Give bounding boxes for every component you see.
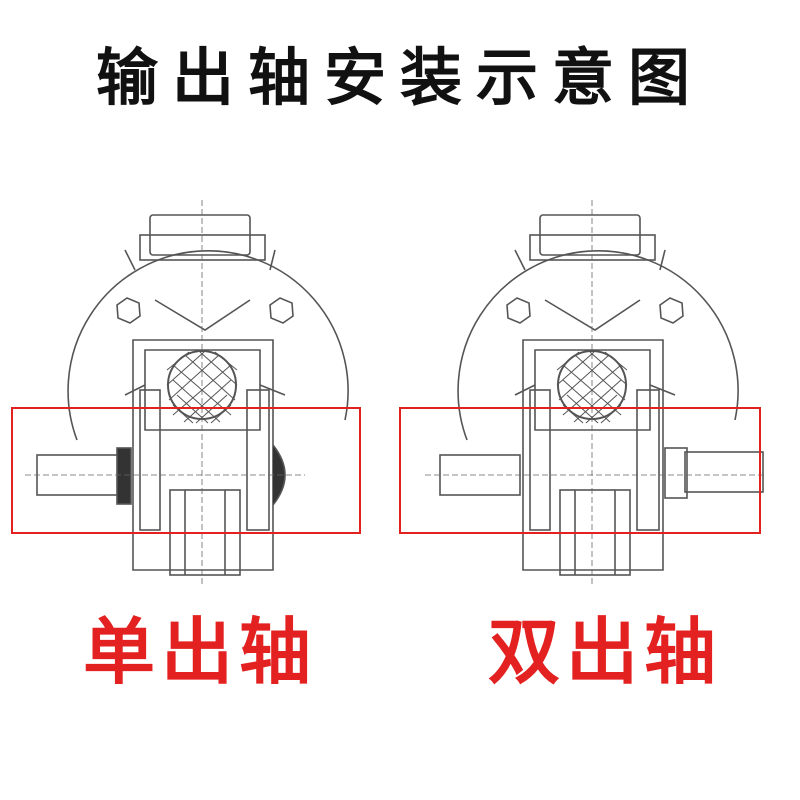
double-shaft-diagram [395,190,765,590]
hex-bolt-left [116,297,141,324]
page-title: 输出轴安装示意图 [95,41,704,114]
highlight-box [11,407,361,534]
hex-bolt-right [269,297,294,324]
right-output-shaft [684,451,764,493]
single-shaft-label: 单出轴 [82,610,317,694]
flange-circle [457,250,739,441]
double-shaft-drawing [399,200,765,585]
single-shaft-diagram [5,190,375,590]
double-shaft-label: 双出轴 [487,610,722,694]
highlight-box [399,407,761,534]
single-shaft-drawing [11,200,361,585]
flange-circle [67,250,349,441]
hex-bolt-right [659,297,684,324]
hex-bolt-left [506,297,531,324]
